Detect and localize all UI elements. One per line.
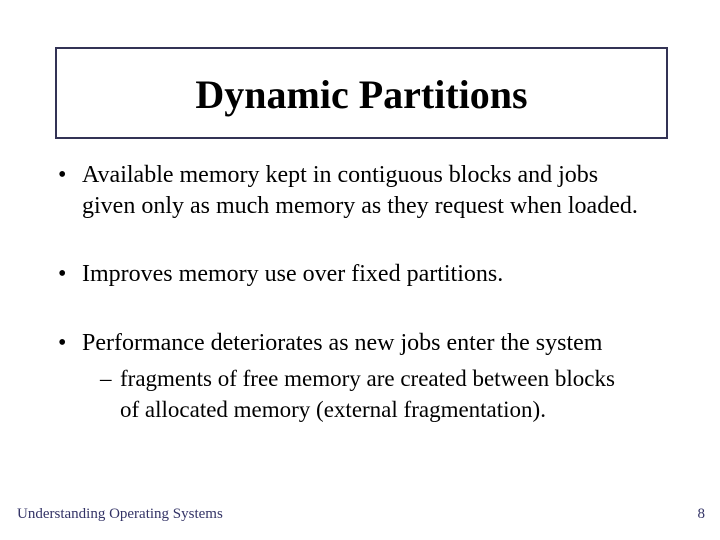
bullet-marker: • — [58, 330, 67, 356]
sub-bullet-text-line: of allocated memory (external fragmentat… — [120, 397, 546, 422]
bullet-text-line: given only as much memory as they reques… — [82, 193, 638, 219]
footer-book-title: Understanding Operating Systems — [17, 506, 223, 522]
bullet-item-3: • Performance deteriorates as new jobs e… — [58, 328, 615, 425]
bullet-text-line: Available memory kept in contiguous bloc… — [82, 162, 599, 188]
sub-bullet-item: – fragments of free memory are created b… — [100, 363, 615, 425]
sub-bullet-marker: – — [100, 366, 112, 391]
bullet-marker: • — [58, 162, 67, 188]
page-number: 8 — [697, 506, 706, 522]
slide-title: Dynamic Partitions — [195, 72, 528, 117]
bullet-item-2: • Improves memory use over fixed partiti… — [58, 259, 503, 290]
bullet-marker: • — [58, 261, 67, 287]
title-box: Dynamic Partitions — [55, 47, 668, 139]
bullet-text-line: Improves memory use over fixed partition… — [82, 261, 504, 287]
bullet-item-1: • Available memory kept in contiguous bl… — [58, 160, 638, 222]
sub-bullet-text-line: fragments of free memory are created bet… — [120, 366, 615, 391]
bullet-text-line: Performance deteriorates as new jobs ent… — [82, 330, 603, 356]
